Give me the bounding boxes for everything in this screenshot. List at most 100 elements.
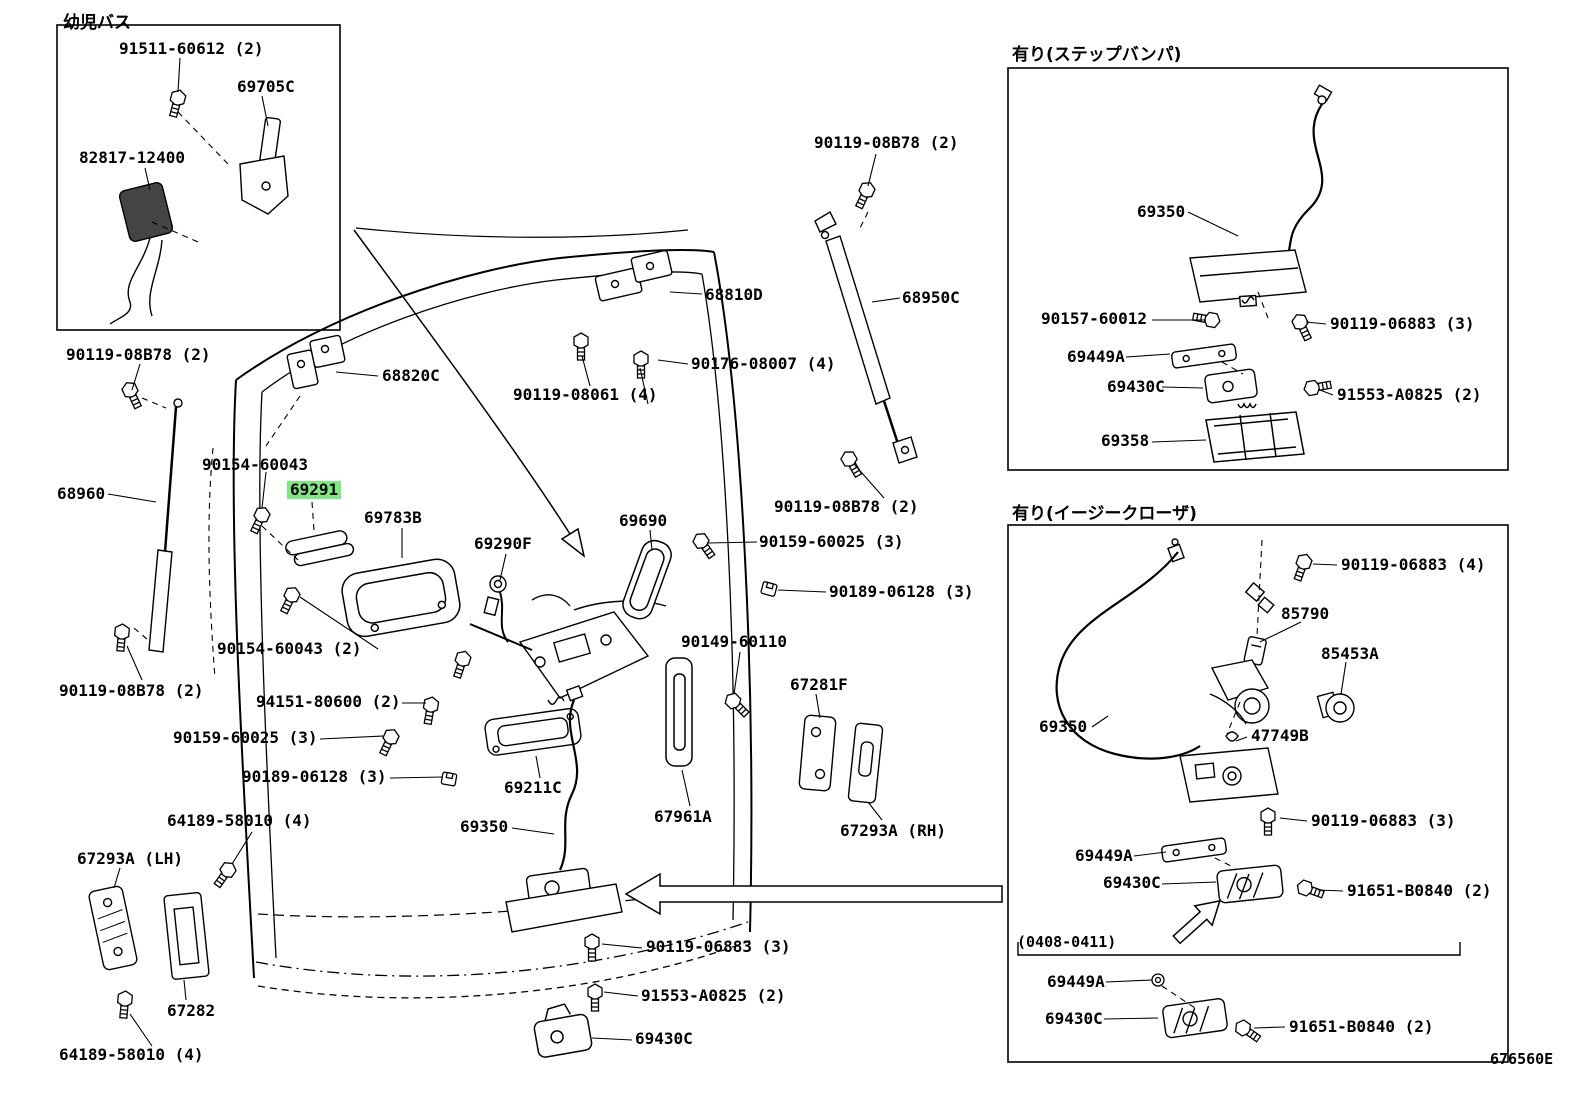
part-label-69350: 69350 [460,817,509,836]
part-label-90119-08b78-2: 90119-08B78 (2) [814,133,959,152]
bracket-69449A-sb [1171,343,1237,369]
part-label-90149-60110: 90149-60110 [681,632,787,651]
part-label-90119-08b78-2: 90119-08B78 (2) [59,681,204,700]
diagram-code: 676560E [1490,1050,1554,1068]
bracket-67293A-RH [847,722,884,804]
panel-title-step-bumper: 有り(ステップバンパ) [1012,45,1182,65]
part-label-91553-a0825-2: 91553-A0825 (2) [641,986,786,1005]
part-label-68820c: 68820C [382,366,440,385]
part-label-67293a-lh: 67293A (LH) [77,849,183,868]
part-label-90119-06883-3: 90119-06883 (3) [1311,811,1456,830]
infant-bus-panel-box [56,24,341,331]
bracket-69449A-ec [1161,837,1227,863]
part-label-90157-60012: 90157-60012 [1041,309,1147,328]
part-label-69449a: 69449A [1067,347,1125,366]
part-label-91651-b0840-2: 91651-B0840 (2) [1347,881,1492,900]
part-label-69449a: 69449A [1047,972,1105,991]
bracket-67293A-LH [88,885,138,971]
part-label-90159-60025-3: 90159-60025 (3) [759,532,904,551]
part-label-90189-06128-3: 90189-06128 (3) [829,582,974,601]
part-label-90119-06883-4: 90119-06883 (4) [1341,555,1486,574]
handle-bezel-69783B [341,558,461,638]
plate-67282 [163,891,210,980]
panel-title-easy-closer: 有り(イージークローザ) [1012,504,1197,524]
part-label-69291-highlighted: 69291 [287,481,342,499]
part-label-69358: 69358 [1101,431,1150,450]
step-bumper-cable-69350 [1189,84,1333,308]
direction-arrow-up-right [1172,899,1221,945]
easy-closer-panel-box [1007,524,1509,1063]
part-label-91651-b0840-2: 91651-B0840 (2) [1289,1017,1434,1036]
part-label-67293a-rh: 67293A (RH) [840,821,946,840]
part-label-90119-06883-3: 90119-06883 (3) [1330,314,1475,333]
cover-69358 [1205,402,1305,463]
gas-strut-left [112,379,183,653]
lock-assembly-69430C-main [533,1003,593,1058]
latch-69430C-ec [1216,864,1284,904]
hinge-upper-left [286,334,346,390]
part-label-64189-58010-4: 64189-58010 (4) [59,1045,204,1064]
part-label-90119-08061-4: 90119-08061 (4) [513,385,658,404]
closer-actuator [1209,659,1270,725]
part-label-67281f: 67281F [790,675,848,694]
part-label-69211c: 69211C [504,778,562,797]
part-label-69690: 69690 [619,511,668,530]
part-label-69430c: 69430C [1045,1009,1103,1028]
part-label-90159-60025-3: 90159-60025 (3) [173,728,318,747]
glass-pointer-arrow [353,227,689,558]
part-label-90119-08b78-2: 90119-08B78 (2) [774,497,919,516]
part-label-69449a: 69449A [1075,846,1133,865]
panel-title-infant-bus: 幼児バス [63,13,131,33]
part-label-90154-60043: 90154-60043 [202,455,308,474]
construction-dashed-lines [133,111,1269,1011]
part-label-82817-12400: 82817-12400 [79,148,185,167]
direction-arrow-left [624,872,1003,916]
lock-cable-69350-main [505,685,623,933]
plate-69211C [484,707,582,756]
part-label-85453a: 85453A [1321,644,1379,663]
latch-69430C-ec2 [1162,998,1228,1039]
lock-control-assembly [469,594,667,705]
latch-69430C-sb [1204,368,1258,404]
part-label-90176-08007-4: 90176-08007 (4) [691,354,836,373]
part-label-69430c: 69430C [1107,377,1165,396]
part-label-85790: 85790 [1281,604,1330,623]
part-label-68810d: 68810D [705,285,763,304]
part-label-90189-06128-3: 90189-06128 (3) [242,767,387,786]
closer-latch-plate [1179,747,1279,803]
part-label-90154-60043-2: 90154-60043 (2) [217,639,362,658]
part-label-68950c: 68950C [902,288,960,307]
part-label-69430c: 69430C [1103,873,1161,892]
date-range-bracket [1017,942,1461,956]
part-label-69350: 69350 [1137,202,1186,221]
part-label-47749b: 47749B [1251,726,1309,745]
part-label-67282: 67282 [167,1001,216,1020]
hinge-upper-right [573,249,673,379]
part-label-69350: 69350 [1039,717,1088,736]
part-label-90119-08b78-2: 90119-08B78 (2) [66,345,211,364]
weatherstrip-69291 [285,530,355,567]
part-label-90119-06883-3: 90119-06883 (3) [646,937,791,956]
door-handle-69690 [622,539,672,620]
date-range-note: (0408-0411) [1017,933,1117,951]
part-label-94151-80600-2: 94151-80600 (2) [256,692,401,711]
easy-closer-cable-69350 [1055,538,1275,760]
lock-cylinder-69290F [483,575,509,643]
gas-strut-right [814,179,918,480]
part-label-91553-a0825-2: 91553-A0825 (2) [1337,385,1482,404]
part-label-64189-58010-4: 64189-58010 (4) [167,811,312,830]
striker-67961A [665,657,693,767]
bracket-67281F [798,714,837,792]
part-label-69430c: 69430C [635,1029,693,1048]
clip-47749B [1225,731,1239,742]
part-label-69783b: 69783B [364,508,422,527]
part-label-69705c: 69705C [237,77,295,96]
motor-85453A [1316,691,1355,723]
child-lock-assembly [109,87,289,325]
part-label-67961a: 67961A [654,807,712,826]
part-label-69290f: 69290F [474,534,532,553]
part-label-91511-60612-2: 91511-60612 (2) [119,39,264,58]
